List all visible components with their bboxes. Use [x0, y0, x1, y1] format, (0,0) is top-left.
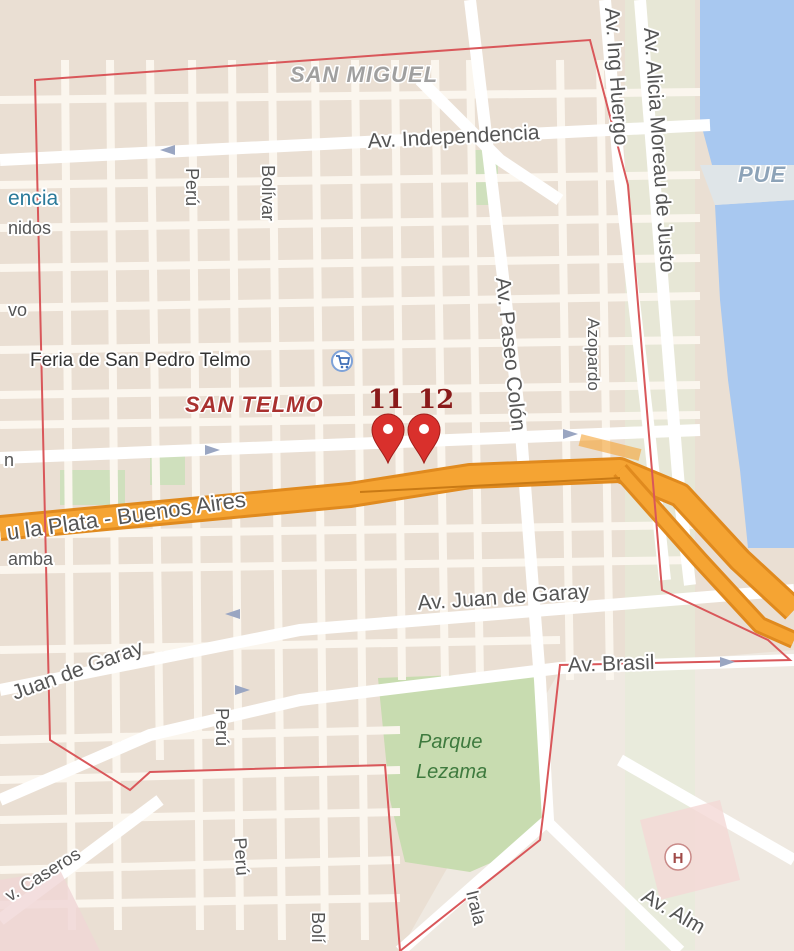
street-label-peru-south: Perú — [212, 708, 232, 746]
street-label-vo-cut: vo — [8, 300, 27, 320]
poi-label-feria[interactable]: Feria de San Pedro Telmo — [28, 348, 252, 373]
marker-pin-hole — [419, 424, 429, 434]
street-label-av-brasil: Av. Brasil — [567, 651, 654, 677]
marker-label-12: 12 — [418, 385, 454, 415]
district-label-san-telmo: SAN TELMO — [185, 392, 324, 417]
road-grid-horizontal — [0, 88, 701, 909]
park-label-line1: Parque — [418, 731, 483, 753]
hospital-grounds — [640, 800, 740, 900]
one-way-arrows — [160, 145, 735, 695]
river-water-north — [700, 0, 794, 165]
map-pin-icon — [407, 413, 441, 465]
street-label-n-cut: n — [4, 450, 14, 470]
district-boundary — [33, 38, 793, 951]
hospital-icon[interactable]: H — [664, 843, 692, 871]
street-label-encia-cut: encia — [8, 187, 59, 210]
marker-11[interactable]: 11 — [368, 385, 405, 465]
map-pin-icon — [371, 413, 405, 465]
district-label-pue: PUE — [738, 162, 787, 187]
street-label-bolivar-north: Bolívar — [258, 165, 278, 221]
street-label-peru-north: Perú — [182, 168, 202, 206]
street-label-peru-far-south: Perú — [230, 837, 253, 876]
hospital-icon-letter: H — [673, 850, 684, 867]
autopista-highway — [0, 434, 794, 649]
marker-12[interactable]: 12 — [407, 385, 454, 465]
river-water-south — [715, 200, 794, 548]
park-label-line2: Lezama — [416, 761, 487, 783]
pink-area-southwest — [0, 870, 100, 951]
street-label-bolivar-south: Bolí — [308, 912, 328, 943]
street-label-azopardo: Azopardo — [584, 318, 603, 391]
marker-pin-hole — [383, 424, 393, 434]
shopping-cart-icon[interactable] — [331, 350, 353, 372]
dock-strip — [700, 165, 794, 205]
marker-label-11: 11 — [368, 385, 404, 415]
parque-lezama-area — [378, 672, 548, 872]
street-label-amba-cut: amba — [8, 549, 54, 569]
district-label-san-miguel: SAN MIGUEL — [290, 62, 438, 87]
street-label-nidos-cut: nidos — [8, 218, 51, 238]
